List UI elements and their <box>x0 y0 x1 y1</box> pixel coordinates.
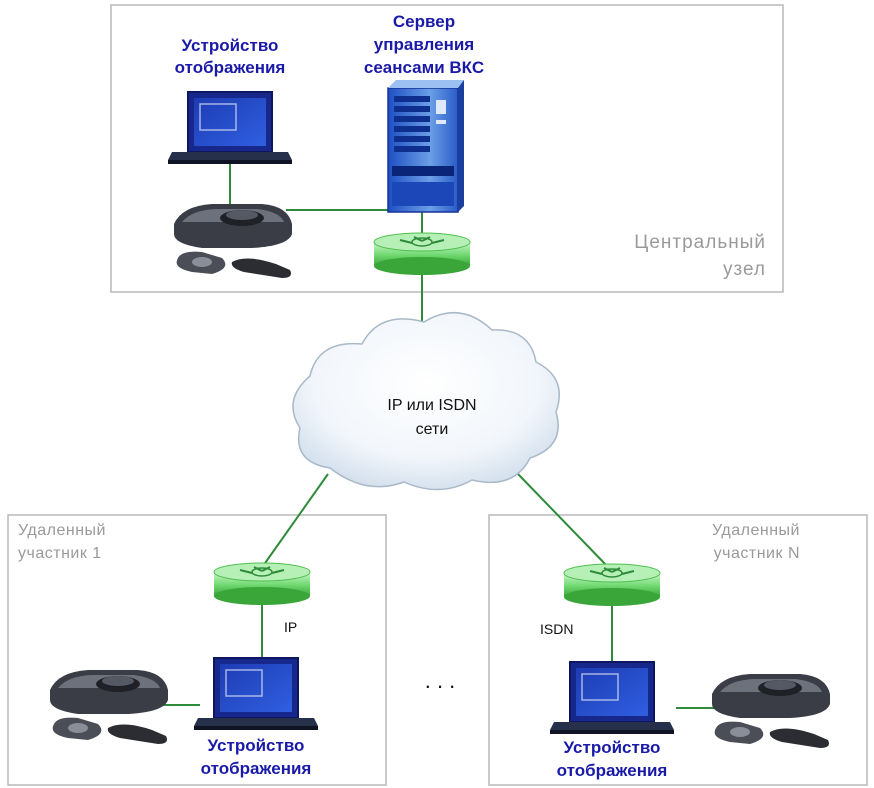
remote-n-title-line1: Удаленный <box>712 522 800 539</box>
remote-n-display-label-line1: Устройство <box>564 738 661 757</box>
remote-n-display-label-line2: отображения <box>557 761 668 780</box>
remote-1-box <box>7 514 387 786</box>
network-cloud <box>292 311 560 491</box>
remote-1-link-label: IP <box>284 619 297 635</box>
central-node-label-line2: узел <box>723 259 766 280</box>
remote-n-link-label: ISDN <box>540 621 573 637</box>
central-node-label-line1: Центральный <box>634 232 766 253</box>
remote-1-title-line2: участник 1 <box>18 545 102 562</box>
cloud-label-line1: IP или ISDN <box>387 397 476 414</box>
remote-1-router <box>213 562 311 606</box>
remote-n-title-line2: участник N <box>714 545 800 562</box>
server-label-line2: управления <box>374 35 474 54</box>
server-label-line1: Сервер <box>393 12 455 31</box>
link-cloud-remoten <box>517 473 609 568</box>
vcs-server <box>387 80 464 213</box>
network-links <box>162 160 716 709</box>
remote-1-display-label-line2: отображения <box>201 759 312 778</box>
central-router <box>373 232 471 276</box>
remote-1-display-label-line1: Устройство <box>208 736 305 755</box>
central-display-label-line2: отображения <box>175 58 286 77</box>
cloud-label-line2: сети <box>416 421 449 438</box>
server-label-line3: сеансами ВКС <box>364 58 484 77</box>
ellipsis: . . . <box>425 668 456 693</box>
remote-1-title-line1: Удаленный <box>18 522 106 539</box>
link-cloud-remote1 <box>262 473 329 567</box>
central-display-label-line1: Устройство <box>182 36 279 55</box>
remote-n-router <box>563 563 661 607</box>
